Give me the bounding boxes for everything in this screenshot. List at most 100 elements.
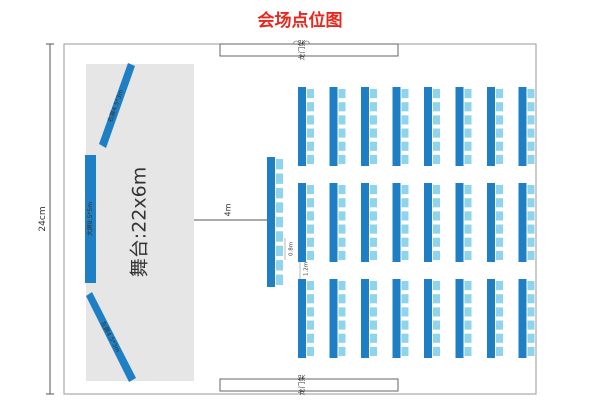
chair: [496, 294, 503, 304]
chair: [276, 260, 283, 271]
chair: [370, 320, 377, 330]
chair: [276, 173, 283, 184]
chair: [527, 102, 535, 112]
main-screen: 大屏8.5*5m: [85, 155, 96, 283]
seating-table: [267, 157, 275, 287]
hall-height-label: 24cm: [38, 206, 48, 231]
chair: [338, 333, 346, 343]
seating-table: [455, 183, 464, 262]
chair: [307, 320, 314, 330]
chair: [464, 211, 472, 221]
chair: [276, 202, 283, 213]
chair: [401, 250, 409, 260]
chair: [370, 237, 377, 247]
chair: [401, 154, 409, 164]
seating-table: [487, 183, 495, 262]
chair: [401, 211, 409, 221]
chair: [496, 211, 503, 221]
chair: [496, 333, 503, 343]
chair: [338, 211, 346, 221]
chair: [401, 307, 409, 317]
top-gantry: 龙门架 龙门架: [219, 40, 399, 61]
chair: [527, 281, 535, 291]
bottom-gantry: 龙门架: [219, 375, 399, 396]
seating-table: [518, 279, 527, 358]
chair: [433, 198, 440, 208]
chair: [527, 346, 535, 356]
chair: [496, 237, 503, 247]
chair: [433, 307, 440, 317]
chair: [307, 281, 314, 291]
seating-table: [329, 183, 338, 262]
seating-table: [392, 183, 401, 262]
chair: [433, 281, 440, 291]
aisle-dimension-1: 0.8m: [284, 238, 295, 260]
chair: [496, 141, 503, 151]
chair: [496, 198, 503, 208]
chair: [433, 320, 440, 330]
chair: [464, 224, 472, 234]
chair: [401, 141, 409, 151]
bottom-gantry-label: 龙门架: [297, 375, 306, 396]
chair: [433, 224, 440, 234]
hall-height-dimension: 24cm: [38, 43, 54, 395]
seating-table: [424, 87, 432, 166]
chair: [527, 320, 535, 330]
chair: [338, 141, 346, 151]
chair: [276, 216, 283, 228]
chair: [527, 154, 535, 164]
chair: [370, 115, 377, 125]
chair: [527, 211, 535, 221]
chair: [307, 154, 314, 164]
chair: [464, 346, 472, 356]
chair: [401, 185, 409, 195]
chair: [464, 154, 472, 164]
chair: [370, 102, 377, 112]
chair: [401, 237, 409, 247]
chair: [338, 102, 346, 112]
chair: [496, 115, 503, 125]
aisle-2-label: 1.2m: [304, 262, 310, 276]
stage-distance-label: 4m: [224, 203, 233, 216]
chair: [464, 307, 472, 317]
chair: [496, 154, 503, 164]
chair: [527, 115, 535, 125]
chair: [338, 237, 346, 247]
seating-table: [329, 87, 338, 166]
chair: [464, 320, 472, 330]
stage-distance-dimension: 4m: [194, 203, 268, 221]
seating-table: [392, 279, 401, 358]
chair: [338, 115, 346, 125]
chair: [433, 185, 440, 195]
chair: [401, 128, 409, 138]
page-title: 会场点位图: [257, 11, 343, 31]
chair: [370, 346, 377, 356]
chair: [370, 250, 377, 260]
chair: [496, 89, 503, 99]
chair: [496, 128, 503, 138]
chair: [496, 250, 503, 260]
seating-table: [487, 279, 495, 358]
chair: [307, 115, 314, 125]
chair: [527, 141, 535, 151]
chair: [433, 154, 440, 164]
chair: [276, 159, 283, 170]
seating-area: [267, 87, 535, 358]
chair: [496, 320, 503, 330]
seating-table: [298, 87, 306, 166]
chair: [338, 346, 346, 356]
chair: [527, 333, 535, 343]
chair: [496, 281, 503, 291]
chair: [370, 333, 377, 343]
chair: [276, 245, 283, 257]
chair: [527, 250, 535, 260]
main-screen-label: 大屏8.5*5m: [86, 202, 94, 236]
chair: [276, 187, 283, 199]
chair: [527, 128, 535, 138]
chair: [370, 281, 377, 291]
chair: [496, 185, 503, 195]
chair: [401, 89, 409, 99]
seating-table: [424, 183, 432, 262]
chair: [338, 185, 346, 195]
chair: [433, 115, 440, 125]
